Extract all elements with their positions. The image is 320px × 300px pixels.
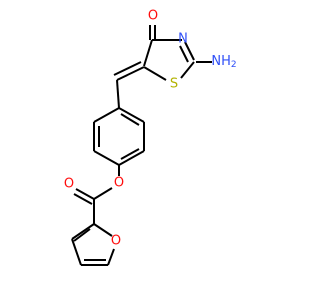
atom-amine: NH2 <box>211 54 236 71</box>
atom-ring-sulfur: S <box>170 77 178 92</box>
bond-ar-inner-1 <box>120 113 140 126</box>
bond-vinyl-aryl <box>116 79 120 109</box>
bond-c4-c5 <box>143 39 153 67</box>
bond-ester-c-o <box>75 188 95 200</box>
bond-furan-o-c2 <box>93 223 113 237</box>
atom-ester-carbonyl-oxygen: O <box>64 177 74 192</box>
bond-ar4-ar5 <box>93 150 120 166</box>
bond-exocyclic-double <box>113 61 142 76</box>
bond-furan-c5-o <box>107 248 115 266</box>
bond-furan-c2-c3-double <box>73 228 91 242</box>
bond-ester-c-o-double <box>73 193 93 205</box>
bond-o-c-ester <box>93 187 113 200</box>
molecule-structure-diagram: O N NH2 S O O O <box>64 9 237 266</box>
atom-ester-oxygen: O <box>114 176 124 191</box>
bond-ar3-ar4 <box>118 150 145 166</box>
atom-ring-nitrogen: N <box>178 32 188 47</box>
amine-subscript: 2 <box>231 60 237 70</box>
bond-n3-c2 <box>184 41 195 61</box>
bond-ar6-ar1 <box>93 107 120 123</box>
bond-ar1-ar2 <box>118 107 145 123</box>
amine-label: NH <box>211 54 231 69</box>
atom-carbonyl-oxygen: O <box>148 9 158 24</box>
atom-furan-oxygen: O <box>111 234 121 249</box>
bond-s1-c5 <box>143 66 167 81</box>
bond-exocyclic <box>116 66 145 81</box>
bond-furan-c2-c3 <box>71 223 95 240</box>
bond-n3-c2-double <box>179 45 189 63</box>
bond-furan-c3-c4 <box>71 238 82 266</box>
bond-c2-s1 <box>180 61 195 79</box>
bond-ar-inner-2 <box>120 148 140 160</box>
